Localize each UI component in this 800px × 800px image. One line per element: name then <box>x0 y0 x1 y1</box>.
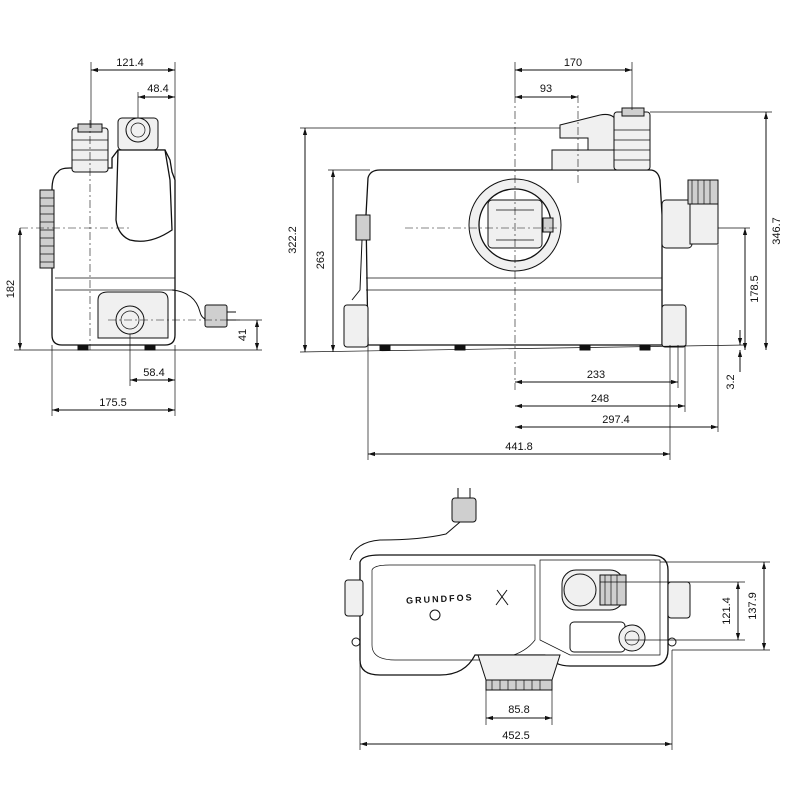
dim-front-right-height: 346.7 <box>771 217 783 245</box>
top-right-inlet <box>667 581 691 619</box>
dim-side-depth: 175.5 <box>99 397 127 409</box>
dim-top-outlet-width: 85.8 <box>508 704 529 716</box>
dim-front-top-width: 170 <box>564 57 582 69</box>
front-elbow-fitting <box>559 114 619 151</box>
top-small-fitting <box>618 624 646 652</box>
top-bottom-outlet <box>477 654 561 681</box>
top-cable <box>349 521 461 561</box>
front-view: 170 93 322.2 263 346.7 178.5 3.2 233 248 <box>287 57 783 460</box>
side-plug <box>204 304 228 328</box>
dim-front-inlet-height: 178.5 <box>749 275 761 303</box>
top-screw <box>429 609 441 621</box>
side-flange <box>39 189 55 269</box>
dim-front-w297: 297.4 <box>602 414 630 426</box>
dim-front-w233: 233 <box>587 369 605 381</box>
dim-top-overall: 452.5 <box>502 730 530 742</box>
side-cable <box>171 289 211 321</box>
front-cable <box>351 239 363 301</box>
dim-side-top-offset: 48.4 <box>147 83 168 95</box>
dim-side-top-width: 121.4 <box>116 57 144 69</box>
front-top-connector <box>613 111 651 171</box>
dim-front-foot-height: 3.2 <box>725 374 737 389</box>
dim-top-width-2: 137.9 <box>747 592 759 620</box>
front-left-lower-inlet <box>343 304 369 348</box>
brand-x-mark <box>495 589 509 606</box>
brand-logo-text: GRUNDFOS <box>406 592 474 606</box>
dim-front-total-height: 322.2 <box>287 226 299 254</box>
dim-front-body-height: 263 <box>315 251 327 269</box>
dim-side-inlet-offset: 58.4 <box>143 367 164 379</box>
dim-top-width-1: 121.4 <box>721 597 733 625</box>
dim-front-top-offset: 93 <box>540 83 552 95</box>
dim-front-w248: 248 <box>591 393 609 405</box>
front-right-inlet <box>661 199 693 249</box>
dim-side-cable-height: 41 <box>237 329 249 341</box>
side-view: 121.4 48.4 182 41 58.4 175.5 <box>5 57 262 416</box>
top-left-inlet <box>344 579 364 617</box>
top-view: GRUNDFOS 121.4 137.9 85.8 452.5 <box>344 488 770 750</box>
dim-front-w441: 441.8 <box>505 441 533 453</box>
top-plug <box>451 497 477 523</box>
dim-side-height: 182 <box>5 280 17 298</box>
front-right-lower-inlet <box>661 304 687 348</box>
